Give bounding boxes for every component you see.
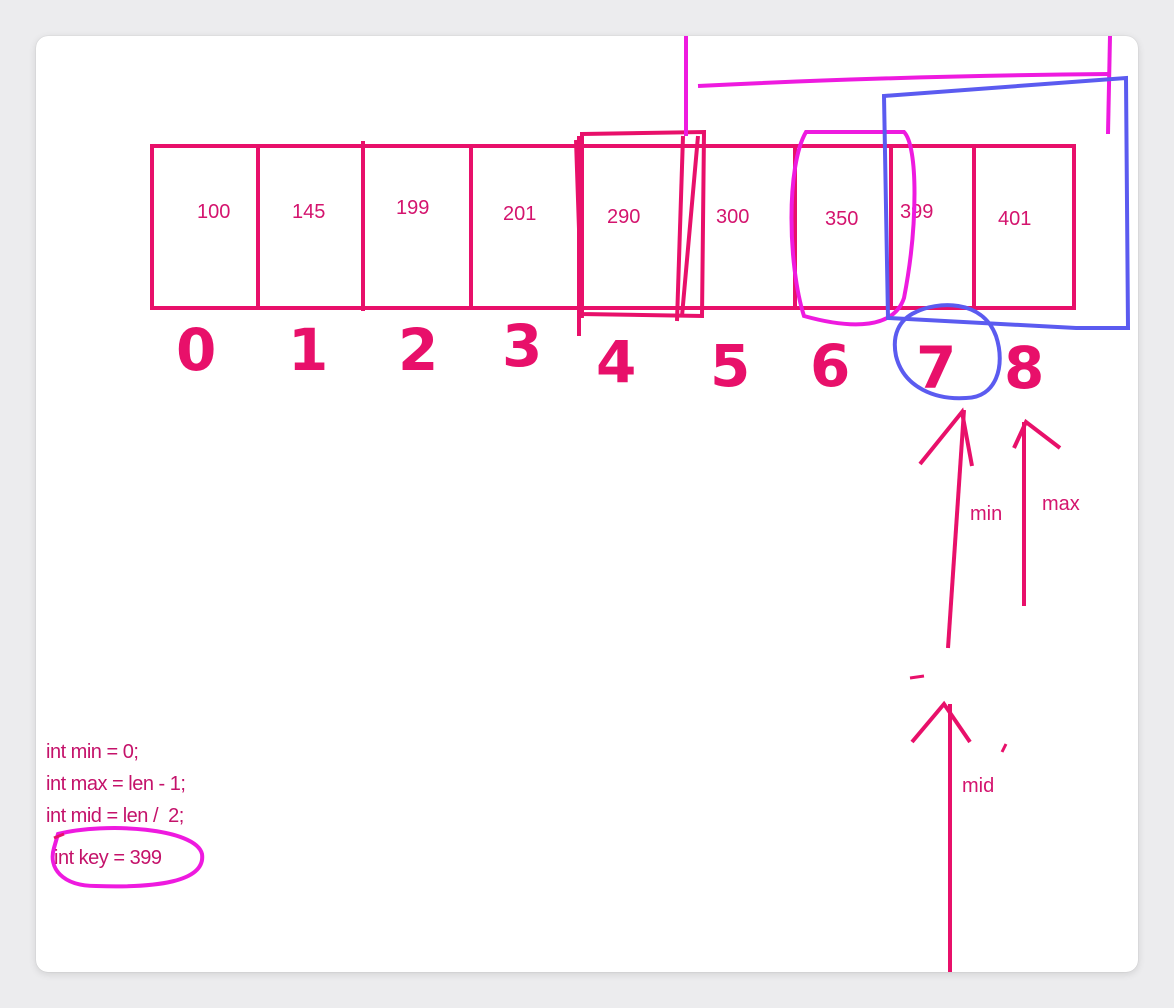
cell-value-0: 100 [197, 201, 230, 223]
key-box-mark [53, 832, 65, 840]
cell-index-2: 2 [398, 316, 438, 384]
diagram-svg: 100 145 199 201 290 300 350 399 401 0 1 … [50, 36, 1131, 972]
cell-value-7: 399 [900, 201, 933, 223]
cell-index-0: 0 [176, 316, 216, 384]
search-range-box [881, 75, 1131, 330]
highlight-cell-6 [789, 130, 917, 327]
cell-value-2: 199 [396, 197, 429, 219]
whiteboard-canvas: 100 145 199 201 290 300 350 399 401 0 1 … [36, 36, 1138, 972]
min-label: min [970, 503, 1002, 525]
code-snippet: int min = 0; int max = len - 1; int mid … [46, 736, 186, 874]
cell-value-3: 201 [503, 203, 536, 225]
highlight-cell-4 [574, 129, 707, 319]
cell-index-5: 5 [710, 332, 750, 400]
cell-index-6: 6 [810, 332, 850, 400]
cell-value-5: 300 [716, 206, 749, 228]
code-line-key: int key = 399 [54, 847, 162, 869]
stray-mark [909, 674, 1008, 753]
range-bracket [684, 36, 1112, 136]
code-line-max: int max = len - 1; [46, 773, 186, 795]
cell-index-1: 1 [288, 316, 328, 384]
cell-value-4: 290 [607, 206, 640, 228]
cell-indices: 0 1 2 3 4 5 6 7 8 [176, 312, 1044, 402]
cell-dividers [256, 135, 976, 336]
mid-pointer-arrow [910, 700, 972, 972]
cell-index-3: 3 [502, 312, 542, 380]
max-pointer-arrow [1012, 418, 1062, 606]
highlight-key-line [50, 826, 205, 889]
cell-value-1: 145 [292, 201, 325, 223]
cell-values: 100 145 199 201 290 300 350 399 401 [197, 197, 1031, 230]
highlight-index-7 [892, 303, 1002, 401]
divider-5 [675, 135, 685, 322]
mid-label: mid [962, 775, 994, 797]
max-label: max [1042, 493, 1080, 515]
cell-value-6: 350 [825, 208, 858, 230]
cell-index-7: 7 [916, 334, 956, 402]
cell-index-4: 4 [596, 328, 636, 396]
code-line-mid: int mid = len / 2; [46, 805, 184, 827]
cell-value-8: 401 [998, 208, 1031, 230]
array-frame [150, 144, 1076, 310]
code-line-min: int min = 0; [46, 741, 139, 763]
min-pointer-arrow [918, 407, 974, 649]
cell-index-8: 8 [1004, 334, 1044, 402]
